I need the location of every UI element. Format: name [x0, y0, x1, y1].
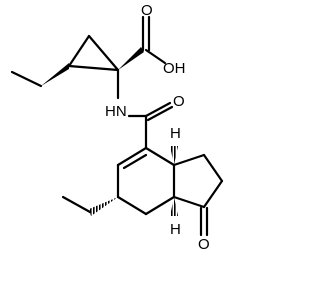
cyclohexene-ring [116, 146, 176, 216]
ketone-oxygen-label: O [198, 236, 210, 253]
wedge-bond [41, 63, 69, 86]
amide-linkage [116, 68, 174, 150]
wedge-bond [118, 47, 144, 70]
cyclopentanone-ring [172, 153, 224, 237]
stereo-h-top-label: H [170, 125, 181, 142]
cyclopropane-ethyl-group [10, 63, 69, 88]
stereo-hydrogens: H H [170, 125, 181, 238]
amide-nh-label: HN [105, 103, 127, 120]
amide-oxygen-label: O [173, 93, 185, 110]
molecule-structure-diagram: H H O OH HN O O [10, 2, 224, 253]
stereo-h-bottom-label: H [170, 221, 181, 238]
atom-labels: O OH HN O O [105, 2, 210, 253]
acid-hydroxyl-label: OH [163, 60, 186, 77]
hashed-wedge-bond [170, 146, 178, 165]
acid-carbonyl-oxygen-label: O [141, 2, 153, 19]
cyclohexene-ethyl-group [61, 195, 118, 216]
cyclopropane-ring [67, 34, 120, 72]
carboxylic-acid-group [118, 15, 167, 70]
hashed-wedge-bond [170, 197, 178, 216]
hashed-wedge-bond [89, 197, 118, 216]
